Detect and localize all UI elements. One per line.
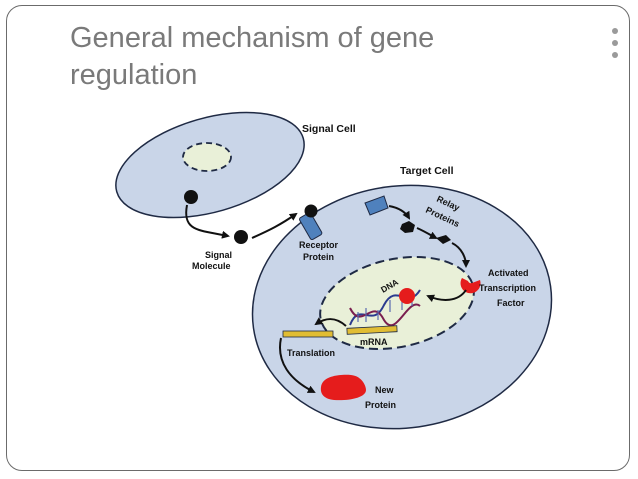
mrna-strand — [346, 325, 398, 335]
receptor-label-2: Protein — [303, 252, 334, 262]
mrna-label: mRNA — [360, 337, 388, 347]
decoration-dot — [612, 40, 618, 46]
activated-label-1: Activated — [488, 268, 529, 278]
bound-transcription-factor — [399, 288, 415, 304]
relay-protein-1 — [364, 195, 389, 216]
activated-label-3: Factor — [497, 298, 525, 308]
cytoplasm-mrna-strand — [282, 330, 334, 338]
relay-arrow-3 — [451, 242, 470, 268]
translation-label: Translation — [287, 348, 335, 358]
signal-cell-label: Signal Cell — [302, 123, 356, 135]
signal-cell-nucleus — [182, 142, 232, 172]
new-protein — [320, 374, 366, 401]
relay-protein-3 — [436, 235, 451, 244]
factor-arrow — [426, 289, 467, 303]
signal-molecule-label-1: Signal — [205, 250, 232, 260]
signal-molecule-2 — [234, 230, 248, 244]
signal-molecule-label-2: Molecule — [192, 261, 231, 271]
receptor-protein — [299, 212, 323, 241]
relay-protein-2 — [400, 221, 415, 233]
mrna-arrow — [314, 317, 347, 327]
signal-arrow-1 — [185, 204, 230, 239]
decoration-dot — [612, 52, 618, 58]
slide-title-line-1: General mechanism of gene — [70, 22, 435, 54]
signal-arrow-2 — [251, 212, 298, 239]
translation-arrow — [279, 337, 316, 393]
receptor-label-1: Receptor — [299, 240, 339, 250]
signal-molecule-1 — [184, 190, 198, 204]
activated-label-2: Transcription — [479, 283, 536, 293]
slide-title: General mechanism of gene regulation — [70, 20, 540, 94]
slide-title-line-2: regulation — [70, 59, 198, 91]
relay-arrow-1 — [388, 205, 411, 220]
relay-arrow-2 — [416, 227, 438, 239]
new-protein-label-2: Protein — [365, 400, 396, 410]
activated-transcription-factor — [460, 278, 481, 294]
target-cell-label: Target Cell — [400, 165, 454, 177]
decoration-dot — [612, 28, 618, 34]
bound-signal-molecule — [304, 204, 318, 218]
new-protein-label-1: New — [375, 385, 395, 395]
slide-decoration-dots — [612, 28, 624, 64]
